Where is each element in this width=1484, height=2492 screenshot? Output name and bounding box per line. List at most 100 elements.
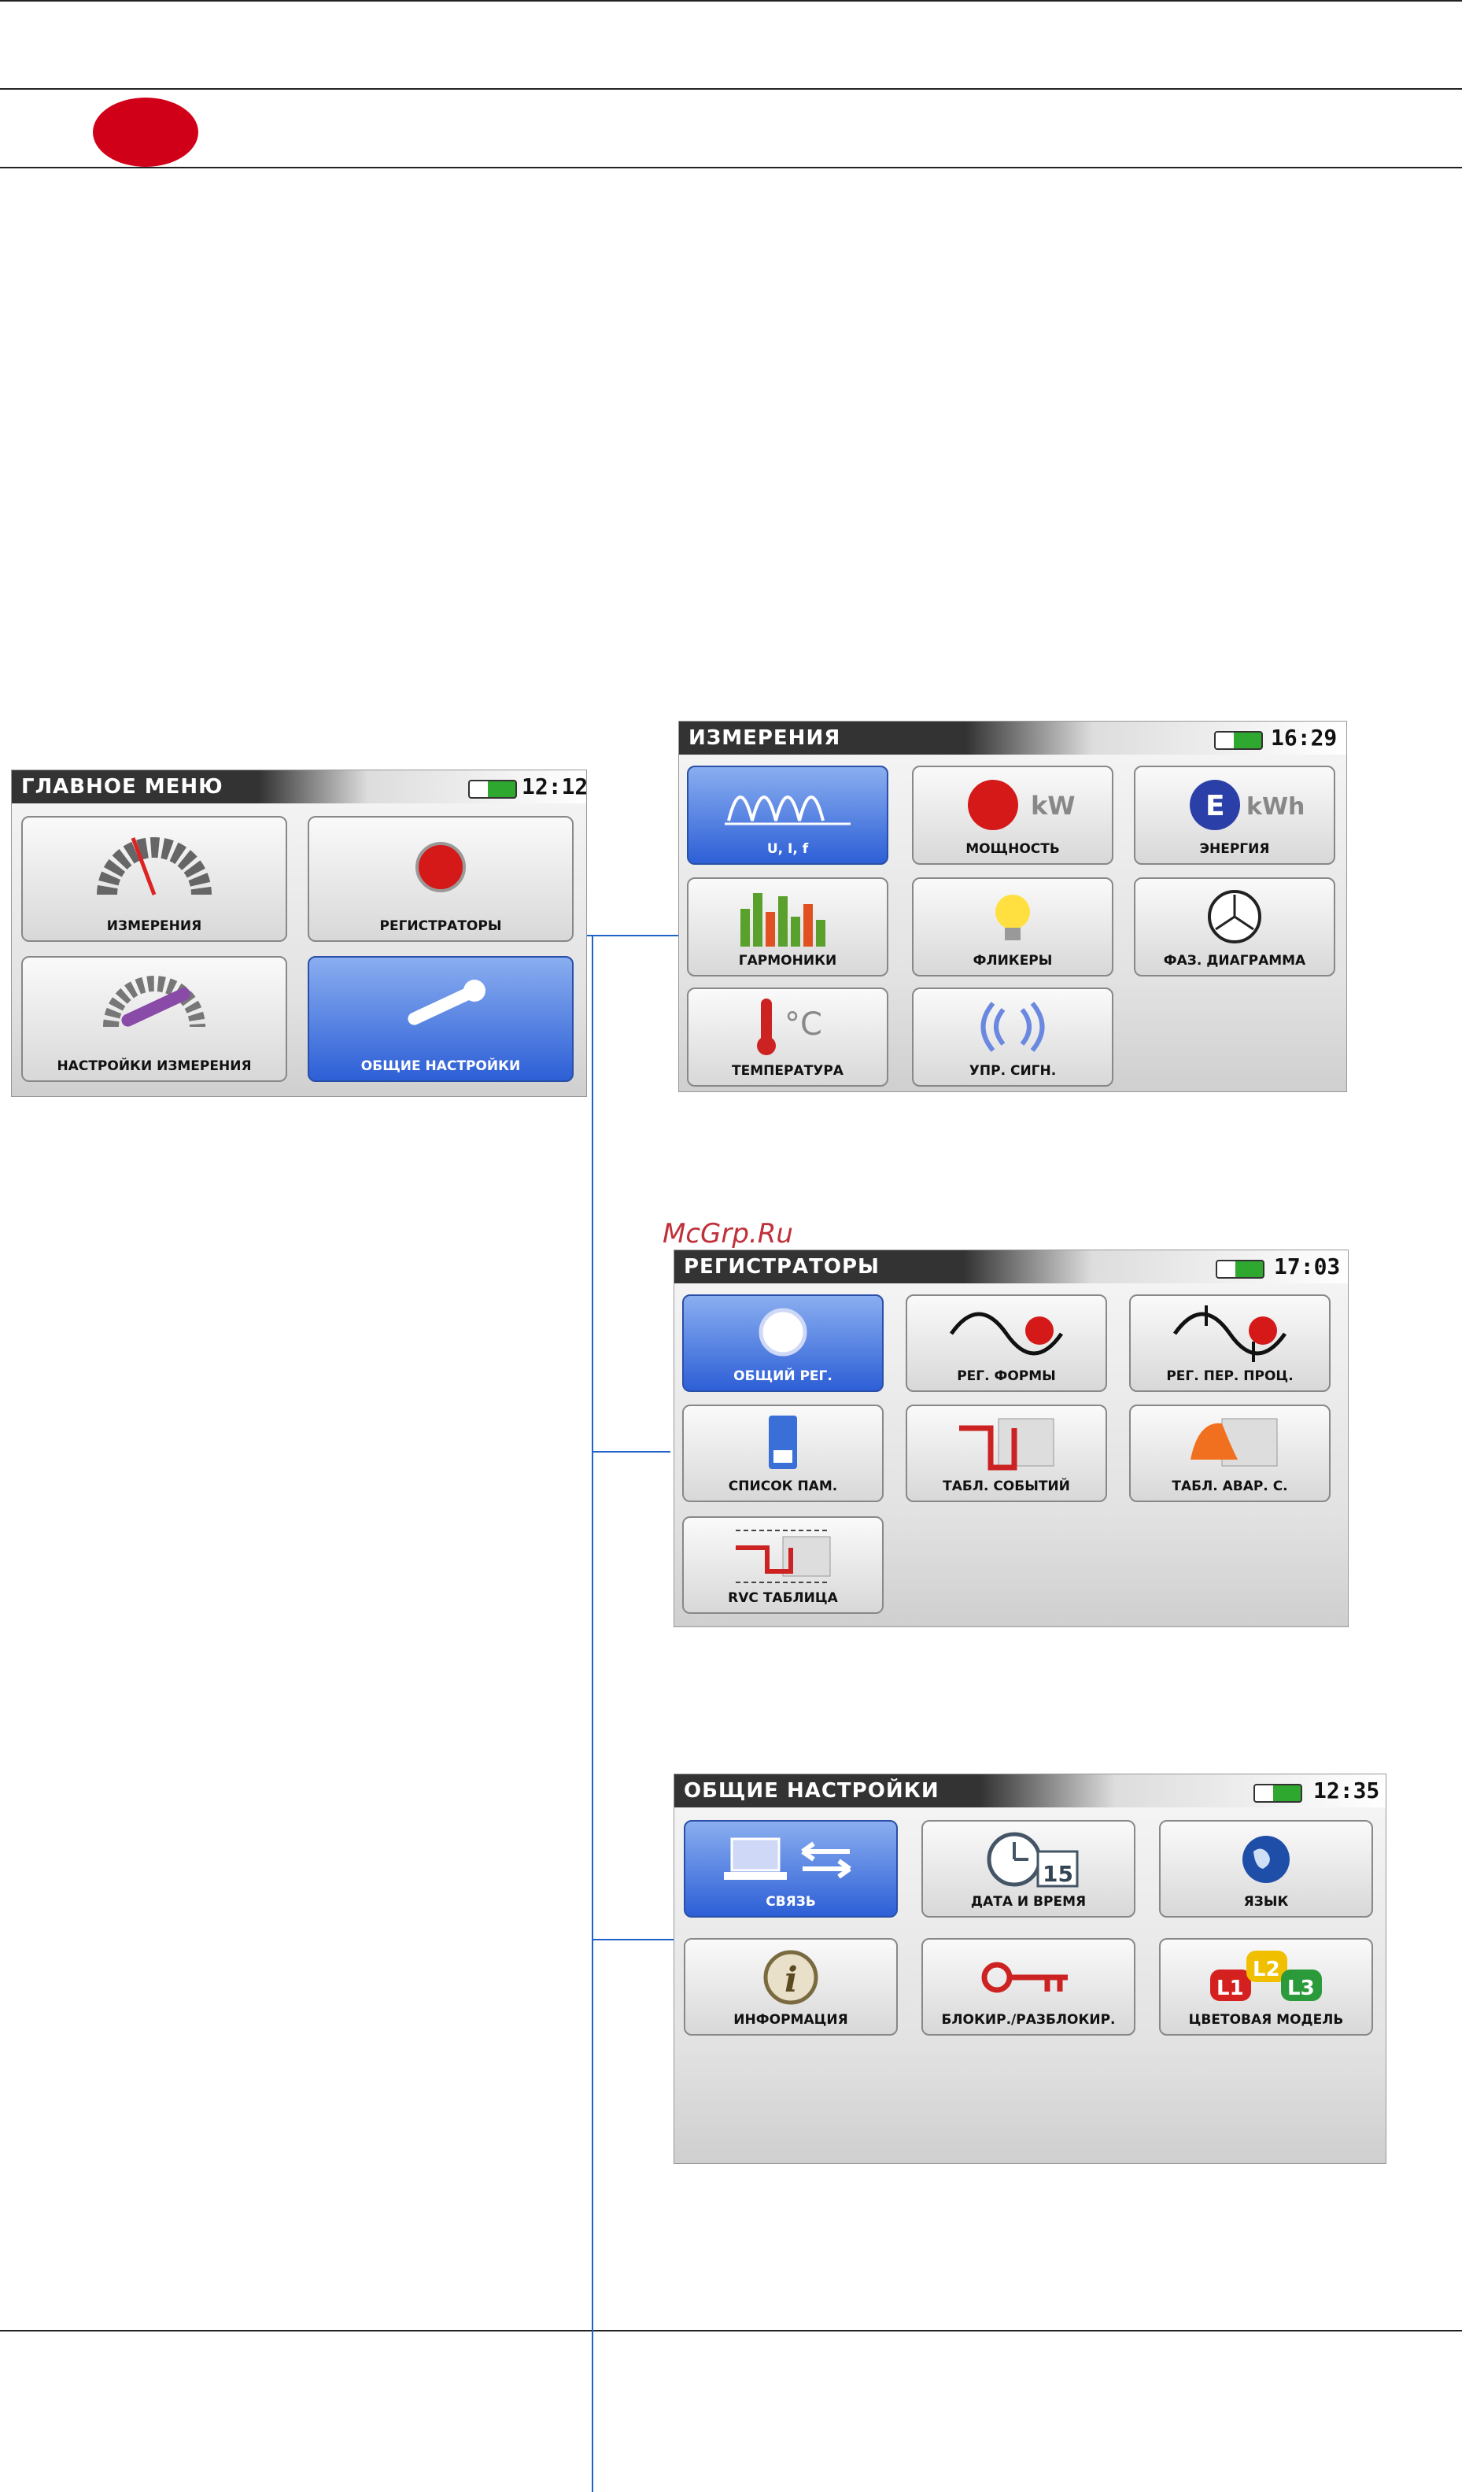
tile-energy[interactable]: E kWh ЭНЕРГИЯ [1134, 766, 1335, 865]
battery-icon [1253, 1784, 1302, 1803]
tile-transient-recorder[interactable]: РЕГ. ПЕР. ПРОЦ. [1129, 1294, 1331, 1392]
gauge-icon [97, 837, 212, 895]
power-kw-icon: kW [968, 780, 1076, 830]
memory-card-icon [769, 1416, 797, 1469]
wrench-icon [408, 980, 485, 1025]
tile-label: ИЗМЕРЕНИЯ [106, 918, 202, 934]
tile-temperature[interactable]: °C ТЕМПЕРАТУРА [687, 988, 888, 1087]
tile-communication[interactable]: СВЯЗЬ [684, 1820, 898, 1918]
tile-general-settings[interactable]: ОБЩИЕ НАСТРОЙКИ [308, 956, 574, 1082]
tile-measurements[interactable]: ИЗМЕРЕНИЯ [21, 816, 287, 942]
phase-diagram-icon [1208, 890, 1261, 943]
general-settings-screen: ОБЩИЕ НАСТРОЙКИ 12:35 СВЯЗЬ 15 ДАТА И ВР… [674, 1774, 1386, 2164]
recorders-screen: РЕГИСТРАТОРЫ 17:03 ОБЩИЙ РЕГ. РЕГ. ФОРМЫ… [674, 1250, 1349, 1627]
tile-information[interactable]: i ИНФОРМАЦИЯ [684, 1938, 898, 2036]
measurements-titlebar: ИЗМЕРЕНИЯ 16:29 [679, 722, 1346, 755]
tile-u-i-f[interactable]: U, I, f [687, 766, 888, 865]
connector-to-recorders [592, 1451, 670, 1453]
globe-icon [1242, 1836, 1290, 1883]
tile-label: ТЕМПЕРАТУРА [732, 1063, 844, 1079]
energy-kwh-icon: E kWh [1190, 780, 1305, 830]
transient-record-icon [1172, 1305, 1287, 1362]
kw-text: kW [1031, 791, 1076, 821]
screen-title: ОБЩИЕ НАСТРОЙКИ [684, 1779, 939, 1803]
signal-waves-icon [980, 1002, 1045, 1052]
tile-color-model[interactable]: L1 L2 L3 ЦВЕТОВАЯ МОДЕЛЬ [1159, 1938, 1373, 2036]
info-icon: i [763, 1950, 818, 2005]
tile-label: ЭНЕРГИЯ [1199, 841, 1270, 857]
tile-event-table[interactable]: ТАБЛ. СОБЫТИЙ [906, 1405, 1107, 1502]
waveform-record-icon [949, 1312, 1064, 1356]
tile-label: RVC ТАБЛИЦА [728, 1590, 838, 1606]
tile-label: БЛОКИР./РАЗБЛОКИР. [941, 2012, 1116, 2028]
tile-label: ФАЗ. ДИАГРАММА [1163, 953, 1306, 969]
tile-date-time[interactable]: 15 ДАТА И ВРЕМЯ [921, 1820, 1135, 1918]
clock: 16:29 [1271, 725, 1338, 751]
tile-label: УПР. СИГН. [969, 1063, 1057, 1079]
tile-flicker[interactable]: ФЛИКЕРЫ [912, 877, 1113, 976]
l3-text: L3 [1287, 1977, 1315, 2000]
tile-lock-unlock[interactable]: БЛОКИР./РАЗБЛОКИР. [921, 1938, 1135, 2036]
l1-text: L1 [1216, 1977, 1244, 2000]
laptop-arrows-icon [724, 1837, 851, 1880]
record-icon [415, 842, 466, 892]
e-text: E [1205, 790, 1225, 822]
tile-label: ТАБЛ. СОБЫТИЙ [943, 1479, 1070, 1494]
recorders-titlebar: РЕГИСТРАТОРЫ 17:03 [674, 1250, 1348, 1283]
waveform-icon [725, 796, 851, 825]
tile-label: РЕГИСТРАТОРЫ [379, 918, 502, 934]
tile-label: ЦВЕТОВАЯ МОДЕЛЬ [1188, 2012, 1344, 2028]
light-bulb-icon [995, 895, 1030, 940]
battery-icon [468, 780, 517, 799]
footer-rule [0, 2330, 1462, 2331]
key-icon [981, 1962, 1068, 1993]
tile-rvc-table[interactable]: RVC ТАБЛИЦА [682, 1516, 884, 1614]
alarm-bell-icon [1191, 1418, 1278, 1467]
tile-control-signals[interactable]: УПР. СИГН. [912, 988, 1113, 1087]
event-table-icon [959, 1418, 1054, 1471]
tile-language[interactable]: ЯЗЫК [1159, 1820, 1373, 1918]
tile-label: U, I, f [766, 841, 809, 857]
tile-label: МОЩНОСТЬ [965, 841, 1060, 857]
tile-power[interactable]: kW МОЩНОСТЬ [912, 766, 1113, 865]
header-rule-bottom [0, 167, 1462, 168]
thermometer-icon: °C [757, 999, 822, 1055]
tile-label: ИНФОРМАЦИЯ [733, 2012, 848, 2028]
record-circle-icon [759, 1308, 807, 1357]
tile-general-recorder[interactable]: ОБЩИЙ РЕГ. [682, 1294, 884, 1392]
tile-alarm-table[interactable]: ТАБЛ. АВАР. С. [1129, 1405, 1331, 1502]
connector-to-general [592, 1939, 678, 1940]
clock: 17:03 [1274, 1253, 1341, 1279]
tile-label: НАСТРОЙКИ ИЗМЕРЕНИЯ [57, 1058, 252, 1074]
watermark: McGrp.Ru [663, 1218, 793, 1250]
tile-measurement-settings[interactable]: НАСТРОЙКИ ИЗМЕРЕНИЯ [21, 956, 287, 1082]
tile-label: ОБЩИЕ НАСТРОЙКИ [360, 1058, 521, 1074]
screen-title: РЕГИСТРАТОРЫ [684, 1255, 880, 1279]
main-menu-titlebar: ГЛАВНОЕ МЕНЮ 12:12 [12, 770, 589, 803]
tile-label: СВЯЗЬ [766, 1894, 816, 1910]
tile-memory-list[interactable]: СПИСОК ПАМ. [682, 1405, 884, 1502]
kwh-text: kWh [1246, 793, 1305, 821]
battery-icon [1214, 731, 1263, 750]
tile-phase-diagram[interactable]: ФАЗ. ДИАГРАММА [1134, 877, 1335, 976]
tile-label: СПИСОК ПАМ. [728, 1479, 838, 1494]
clock-calendar-icon: 15 [987, 1832, 1079, 1888]
screen-title: ГЛАВНОЕ МЕНЮ [21, 775, 223, 799]
tile-label: ДАТА И ВРЕМЯ [970, 1894, 1087, 1910]
main-menu-screen: ГЛАВНОЕ МЕНЮ 12:12 ИЗМЕРЕНИЯ РЕГИСТРАТОР… [11, 770, 589, 1097]
clock: 12:12 [522, 773, 589, 799]
tile-label: ОБЩИЙ РЕГ. [733, 1368, 832, 1384]
tile-recorders[interactable]: РЕГИСТРАТОРЫ [308, 816, 574, 942]
tile-label: ГАРМОНИКИ [738, 953, 837, 969]
general-settings-titlebar: ОБЩИЕ НАСТРОЙКИ 12:35 [674, 1774, 1386, 1807]
tile-waveform-recorder[interactable]: РЕГ. ФОРМЫ [906, 1294, 1107, 1392]
harmonics-bars-icon [740, 893, 825, 947]
deg-text: °C [784, 1006, 822, 1043]
tile-harmonics[interactable]: ГАРМОНИКИ [687, 877, 888, 976]
tile-label: ФЛИКЕРЫ [973, 953, 1053, 969]
connector-to-measurements [521, 935, 681, 936]
measurements-screen: ИЗМЕРЕНИЯ 16:29 U, I, f kW МОЩНОСТЬ E kW… [678, 721, 1347, 1092]
connector-vertical [592, 936, 593, 2492]
tile-label: РЕГ. ФОРМЫ [957, 1368, 1056, 1384]
header-rule-top [0, 88, 1462, 90]
